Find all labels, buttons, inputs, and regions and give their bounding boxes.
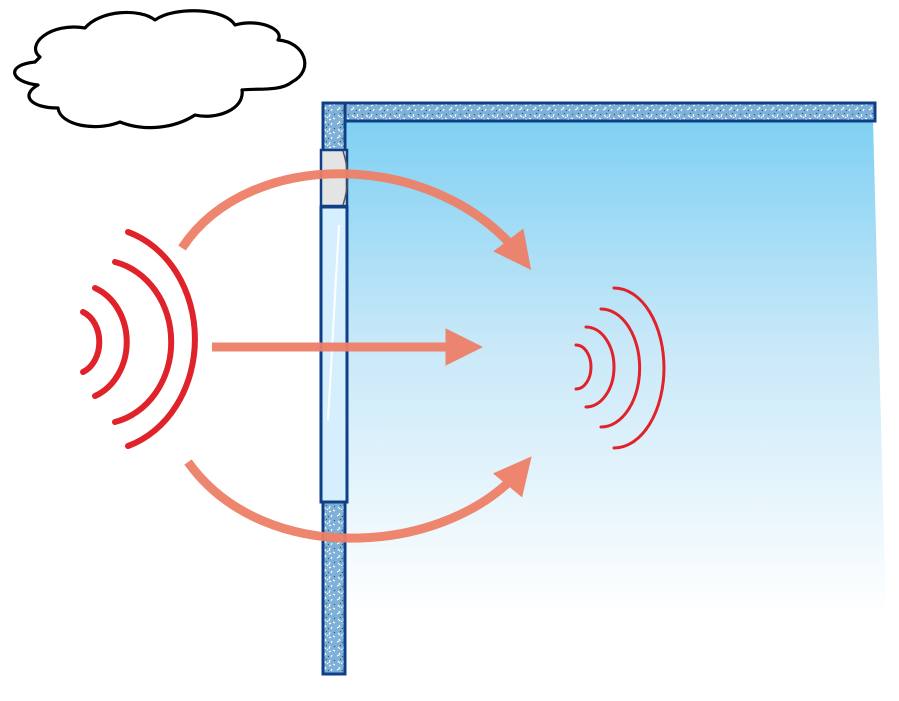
- transmission-arrows: [178, 169, 532, 543]
- window-glass: [319, 205, 349, 504]
- outside-sound-waves: [80, 229, 198, 449]
- outside-wave-arc-3: [112, 259, 175, 425]
- inside-sound-waves: [574, 286, 666, 450]
- outside-wave-arc-1: [80, 309, 103, 375]
- arrow-flanking-bottom: [184, 456, 532, 543]
- wall-lower: [321, 500, 347, 676]
- ceiling-slab: [321, 101, 877, 123]
- glass-reflection: [327, 224, 340, 421]
- outside-wave-arc-2: [92, 285, 130, 399]
- inside-wave-arc-3: [599, 307, 642, 429]
- arrow-flanking-top: [178, 169, 532, 271]
- cloud-icon: [13, 9, 307, 130]
- wall-upper: [321, 101, 347, 153]
- inside-wave-arc-4: [612, 286, 666, 450]
- room-interior: [345, 120, 886, 615]
- inside-wave-arc-2: [584, 325, 616, 409]
- outside-wave-arc-4: [125, 229, 198, 449]
- inside-wave-arc-1: [574, 343, 593, 391]
